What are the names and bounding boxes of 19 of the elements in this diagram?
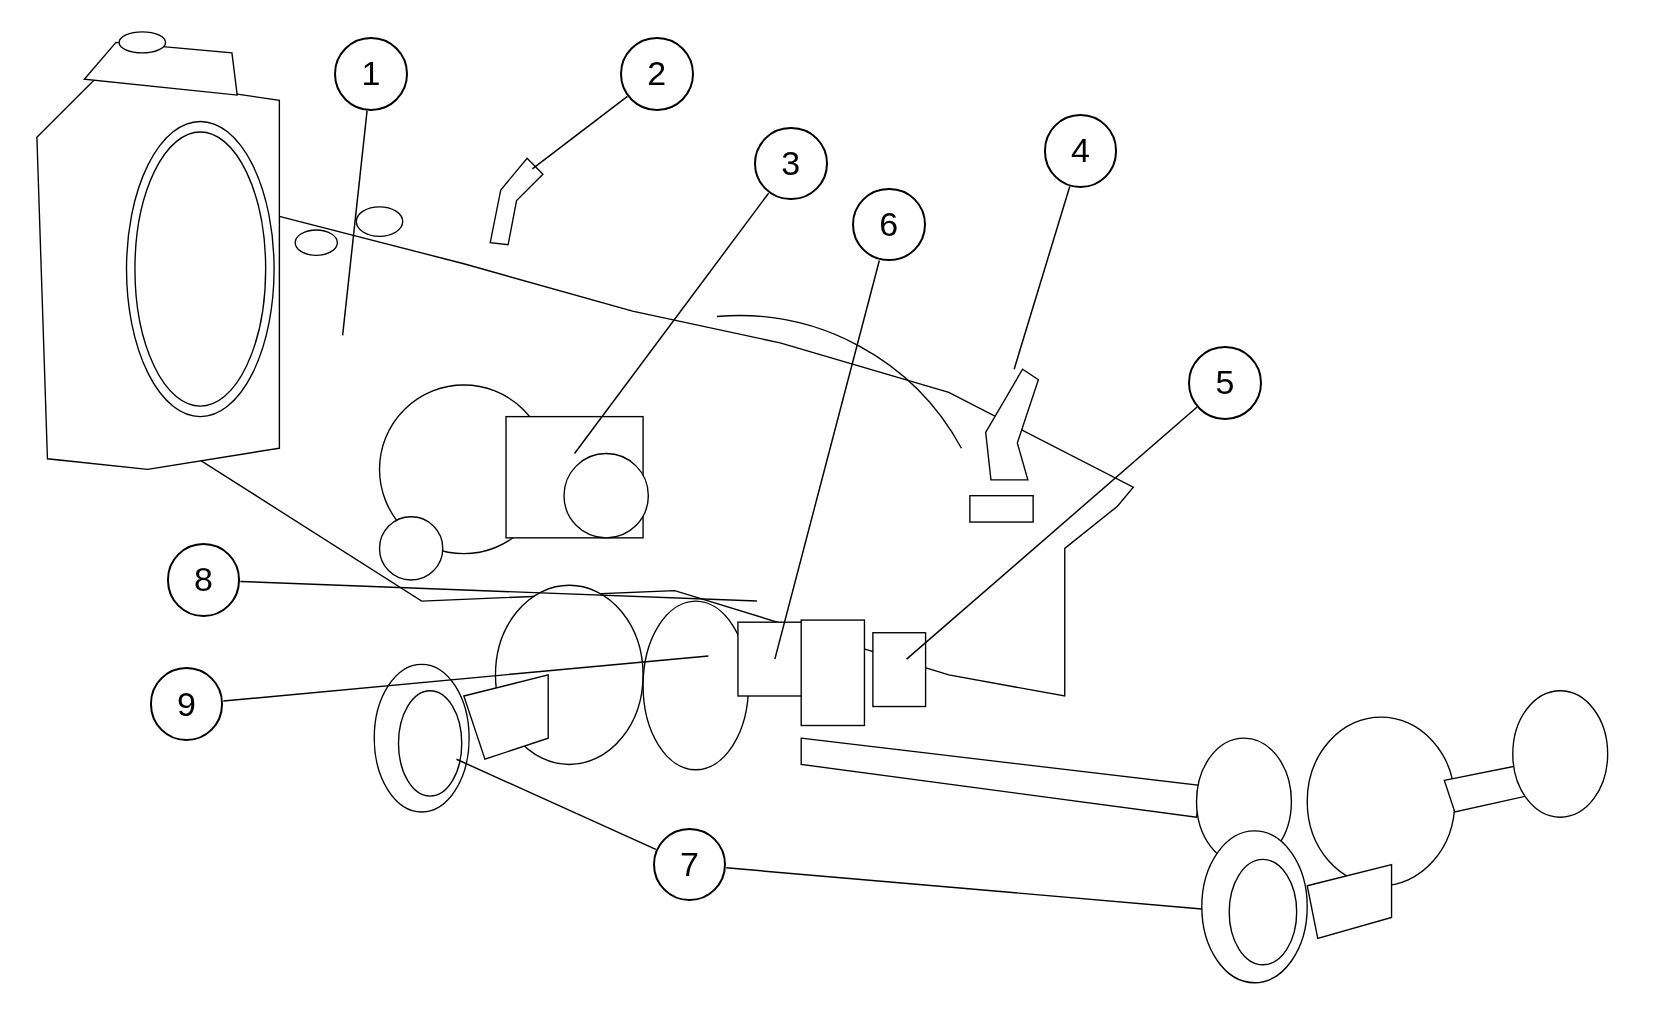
- leader-line: [725, 867, 1203, 910]
- callout-number: 6: [851, 187, 926, 262]
- leader-line: [573, 192, 770, 455]
- leader-line: [905, 406, 1198, 660]
- callout-number: 7: [652, 827, 727, 902]
- leader-line: [222, 655, 710, 702]
- leader-line: [341, 109, 368, 337]
- leader-line: [774, 259, 881, 660]
- callout-number: 4: [1043, 113, 1118, 188]
- leader-line: [239, 580, 758, 602]
- leader-line: [1013, 185, 1071, 370]
- callout-number: 9: [149, 667, 224, 742]
- callout-number: 5: [1188, 345, 1262, 420]
- callout-number: 8: [166, 542, 241, 617]
- callout-number: 3: [753, 126, 828, 201]
- leader-line: [531, 95, 629, 170]
- callout-number: 2: [619, 36, 694, 111]
- callout-number: 1: [334, 36, 408, 111]
- leader-line: [455, 758, 657, 851]
